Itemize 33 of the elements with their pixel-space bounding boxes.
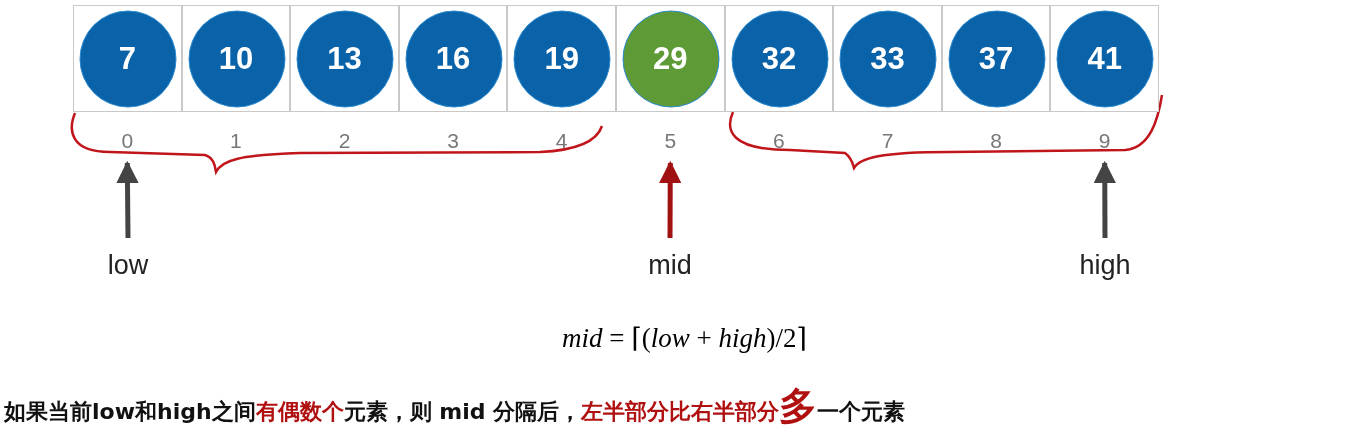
- caption-text: 一个元素: [817, 399, 906, 424]
- caption-text: 多: [779, 386, 818, 426]
- caption-text: 有偶数个: [255, 398, 344, 426]
- index-label: 8: [989, 129, 1003, 153]
- index-label: 3: [446, 129, 460, 153]
- value-label: 37: [977, 42, 1015, 76]
- pointer-arrow: [116, 160, 139, 239]
- formula: mid = ⌈(low + high)/2⌉: [560, 322, 809, 354]
- caption-text: 元素，则 mid 分隔后，: [343, 398, 582, 426]
- value-label: 7: [117, 42, 137, 76]
- index-label: 6: [772, 129, 786, 153]
- index-label: 2: [337, 129, 352, 153]
- index-label: 7: [880, 129, 895, 153]
- value-label: 19: [543, 42, 580, 76]
- value-label: 13: [326, 42, 363, 76]
- pointer-label: low: [103, 250, 153, 280]
- value-label: 16: [434, 42, 472, 76]
- index-label: 5: [663, 129, 678, 153]
- caption-text: 如果当前low和high之间: [4, 398, 256, 426]
- pointer-label: high: [1070, 250, 1140, 280]
- pointer-arrow: [658, 160, 682, 238]
- value-label: 10: [217, 42, 255, 76]
- value-label: 29: [652, 42, 689, 76]
- value-label: 33: [869, 42, 906, 76]
- index-label: 9: [1097, 129, 1112, 153]
- pointer-arrow: [1093, 160, 1117, 238]
- value-label: 41: [1086, 42, 1123, 76]
- value-label: 32: [760, 42, 798, 76]
- pointer-label: mid: [640, 250, 700, 280]
- caption-text: 左半部分比右半部分: [581, 398, 780, 426]
- index-label: 0: [120, 129, 135, 153]
- index-label: 1: [229, 129, 243, 153]
- index-label: 4: [554, 129, 569, 153]
